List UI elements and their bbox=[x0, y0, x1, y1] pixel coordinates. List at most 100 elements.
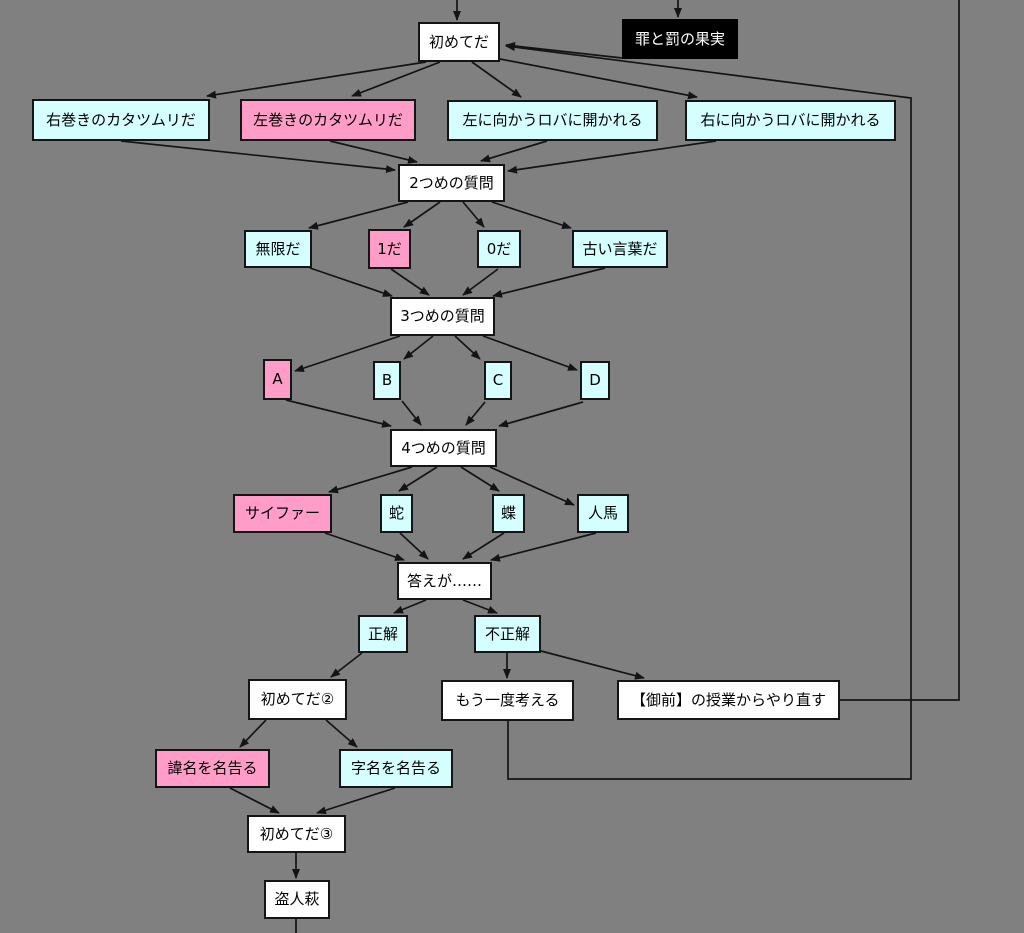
node-imina: 諱名を名告る bbox=[155, 749, 270, 788]
node-hidarimaki: 左巻きのカタツムリだ bbox=[240, 99, 416, 141]
node-label: 蝶 bbox=[500, 504, 516, 522]
node-cipher: サイファー bbox=[233, 494, 332, 533]
node-label: サイファー bbox=[244, 504, 320, 522]
node-hajimete2: 初めてだ② bbox=[248, 679, 347, 720]
node-label: 右巻きのカタツムリだ bbox=[46, 110, 196, 129]
edge bbox=[491, 201, 572, 229]
node-q2: 2つめの質問 bbox=[398, 164, 505, 202]
node-label: 3つめの質問 bbox=[400, 307, 485, 325]
node-label: D bbox=[589, 371, 601, 389]
node-jinba: 人馬 bbox=[577, 494, 629, 533]
edge bbox=[498, 401, 584, 428]
edge bbox=[480, 140, 548, 163]
node-choice-a: A bbox=[263, 359, 292, 400]
edge bbox=[351, 61, 441, 97]
edge bbox=[206, 61, 427, 99]
edge bbox=[462, 268, 499, 296]
node-mou-ichido: もう一度考える bbox=[441, 680, 574, 721]
edge bbox=[239, 719, 267, 748]
edge bbox=[285, 399, 392, 428]
node-label: 2つめの質問 bbox=[409, 173, 494, 192]
edge bbox=[330, 652, 363, 678]
edge bbox=[294, 335, 401, 372]
node-label: 不正解 bbox=[484, 624, 530, 643]
node-hajimete: 初めてだ bbox=[418, 22, 500, 62]
edge bbox=[390, 268, 430, 296]
node-label: 諱名を名告る bbox=[167, 759, 258, 777]
node-zeroda: 0だ bbox=[477, 230, 521, 268]
node-label: A bbox=[272, 370, 283, 388]
node-label: 初めてだ bbox=[428, 32, 489, 51]
edge bbox=[505, 43, 912, 780]
node-gozen: 【御前】の授業からやり直す bbox=[617, 680, 840, 720]
node-label: 正解 bbox=[367, 624, 398, 643]
node-label: 【御前】の授業からやり直す bbox=[630, 690, 826, 709]
node-seikai: 正解 bbox=[358, 615, 408, 653]
edge bbox=[309, 267, 393, 297]
node-label: 古い言葉だ bbox=[582, 239, 658, 258]
edge bbox=[454, 335, 481, 360]
edge bbox=[507, 140, 717, 174]
edge bbox=[492, 267, 606, 298]
node-kotae: 答えが…… bbox=[397, 562, 492, 600]
edge bbox=[490, 532, 597, 562]
edge bbox=[401, 400, 422, 426]
node-chou: 蝶 bbox=[492, 494, 525, 533]
edge bbox=[229, 787, 280, 814]
node-label: 左巻きのカタツムリだ bbox=[253, 110, 403, 129]
node-label: 0だ bbox=[486, 239, 512, 258]
edge bbox=[462, 201, 485, 228]
node-q4: 4つめの質問 bbox=[390, 429, 497, 467]
edge bbox=[499, 58, 698, 100]
edge bbox=[325, 719, 358, 748]
edge bbox=[482, 335, 578, 371]
edge bbox=[399, 532, 429, 560]
node-label: 1だ bbox=[377, 239, 402, 258]
node-hebi: 蛇 bbox=[380, 494, 413, 533]
node-label: 蛇 bbox=[388, 504, 404, 522]
node-label: B bbox=[381, 371, 393, 389]
edge bbox=[840, 0, 960, 701]
edge bbox=[462, 532, 505, 560]
edge bbox=[308, 201, 409, 230]
node-choice-d: D bbox=[580, 361, 610, 400]
edge bbox=[324, 532, 405, 561]
node-label: もう一度考える bbox=[455, 691, 560, 709]
node-label: 人馬 bbox=[587, 504, 618, 522]
node-choice-c: C bbox=[484, 361, 512, 400]
node-nusubito-hagi: 盗人萩 bbox=[264, 880, 330, 919]
edge bbox=[460, 466, 500, 492]
node-label: 初めてだ③ bbox=[259, 824, 334, 843]
node-hidari-roba: 左に向かうロバに開かれる bbox=[447, 100, 658, 141]
node-label: 無限だ bbox=[255, 239, 301, 258]
edge bbox=[489, 466, 575, 506]
edge bbox=[403, 201, 441, 228]
node-label: 答えが…… bbox=[406, 571, 482, 590]
edge bbox=[505, 42, 623, 59]
node-migimaki: 右巻きのカタツムリだ bbox=[32, 99, 210, 141]
node-label: 盗人萩 bbox=[274, 890, 320, 908]
node-azana: 字名を名告る bbox=[339, 749, 453, 788]
node-ichida: 1だ bbox=[368, 229, 411, 269]
node-label: 字名を名告る bbox=[350, 759, 441, 777]
node-q3: 3つめの質問 bbox=[390, 297, 495, 336]
edge bbox=[465, 401, 486, 426]
edge bbox=[120, 140, 396, 174]
node-migi-roba: 右に向かうロバに開かれる bbox=[685, 100, 896, 141]
edge bbox=[316, 787, 396, 815]
edge bbox=[393, 599, 427, 614]
node-tsumi-to-batsu: 罪と罰の果実 bbox=[622, 19, 738, 59]
node-mugen: 無限だ bbox=[244, 230, 312, 268]
node-label: 右に向かうロバに開かれる bbox=[700, 111, 881, 129]
edge bbox=[398, 466, 438, 492]
edge bbox=[540, 650, 645, 680]
node-furui-kotoba: 古い言葉だ bbox=[572, 230, 668, 268]
node-label: 4つめの質問 bbox=[401, 438, 486, 457]
node-label: 左に向かうロバに開かれる bbox=[462, 111, 643, 129]
edge-group bbox=[120, 0, 960, 933]
edge bbox=[462, 599, 498, 614]
edge bbox=[329, 140, 418, 164]
node-hajimete3: 初めてだ③ bbox=[247, 815, 346, 853]
